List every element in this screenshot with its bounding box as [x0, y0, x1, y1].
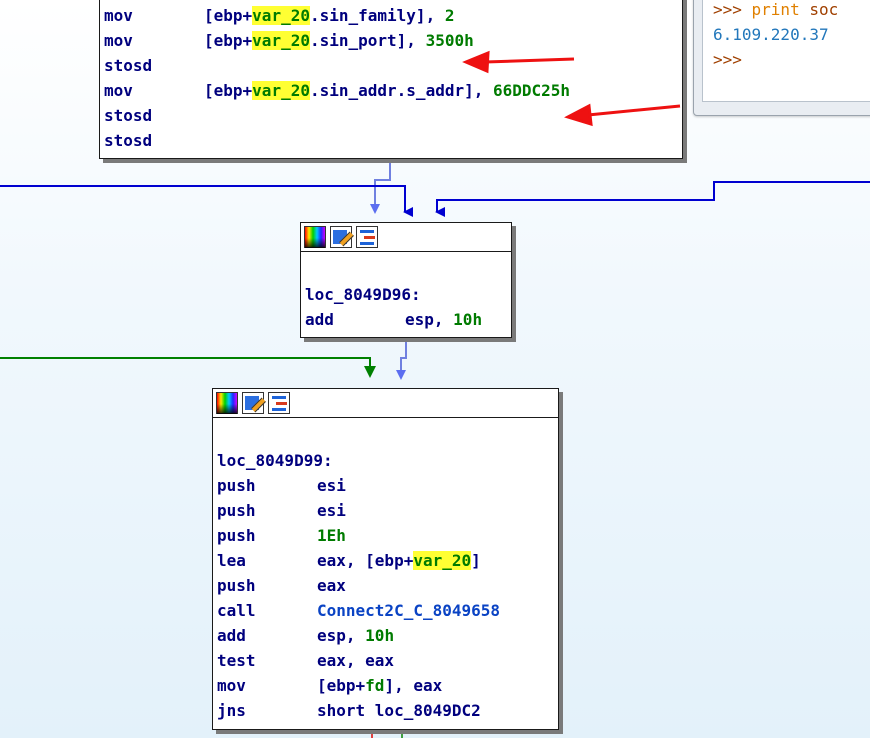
python-console-output[interactable]: >>> print soc 6.109.220.37 >>> [702, 0, 870, 102]
console-prompt[interactable]: >>> [713, 50, 742, 69]
edge-left-to-mid [0, 185, 413, 217]
edge-top-to-mid [370, 160, 391, 214]
asm-line[interactable]: stosd [104, 131, 153, 150]
edit-pencil-icon[interactable] [330, 226, 352, 248]
block-label[interactable]: loc_8049D99: [217, 451, 333, 470]
graph-overview-icon[interactable] [356, 226, 378, 248]
var-20-highlight[interactable]: var_20 [252, 6, 310, 25]
python-console-window[interactable]: >>> print soc 6.109.220.37 >>> [693, 0, 870, 116]
asm-line[interactable]: mov[ebp+var_20.sin_port], 3500h [104, 31, 474, 50]
edge-green-to-bottom [0, 357, 376, 378]
graph-overview-icon[interactable] [268, 392, 290, 414]
var-20-highlight[interactable]: var_20 [413, 551, 472, 570]
block-label[interactable]: loc_8049D96: [305, 285, 421, 304]
asm-line[interactable]: mov[ebp+fd], eax [217, 676, 443, 695]
block-header [301, 223, 511, 252]
color-palette-icon[interactable] [216, 392, 238, 414]
code-block-top[interactable]: mov[ebp+var_20.sin_family], 2 mov[ebp+va… [99, 0, 683, 159]
var-20-highlight[interactable]: var_20 [252, 31, 310, 50]
asm-line[interactable]: stosd [104, 56, 153, 75]
edge-right-to-mid [435, 181, 870, 217]
call-target-link[interactable]: Connect2C_C_8049658 [317, 601, 501, 620]
var-20-highlight[interactable]: var_20 [252, 81, 310, 100]
color-palette-icon[interactable] [304, 226, 326, 248]
edit-pencil-icon[interactable] [242, 392, 264, 414]
asm-line[interactable]: mov[ebp+var_20.sin_addr.s_addr], 66DDC25… [104, 81, 571, 100]
asm-line[interactable]: mov[ebp+var_20.sin_family], 2 [104, 6, 455, 25]
block-header [213, 389, 558, 418]
console-result-ip: 6.109.220.37 [713, 25, 829, 44]
edge-mid-to-bottom [396, 338, 407, 380]
asm-line[interactable]: stosd [104, 106, 153, 125]
